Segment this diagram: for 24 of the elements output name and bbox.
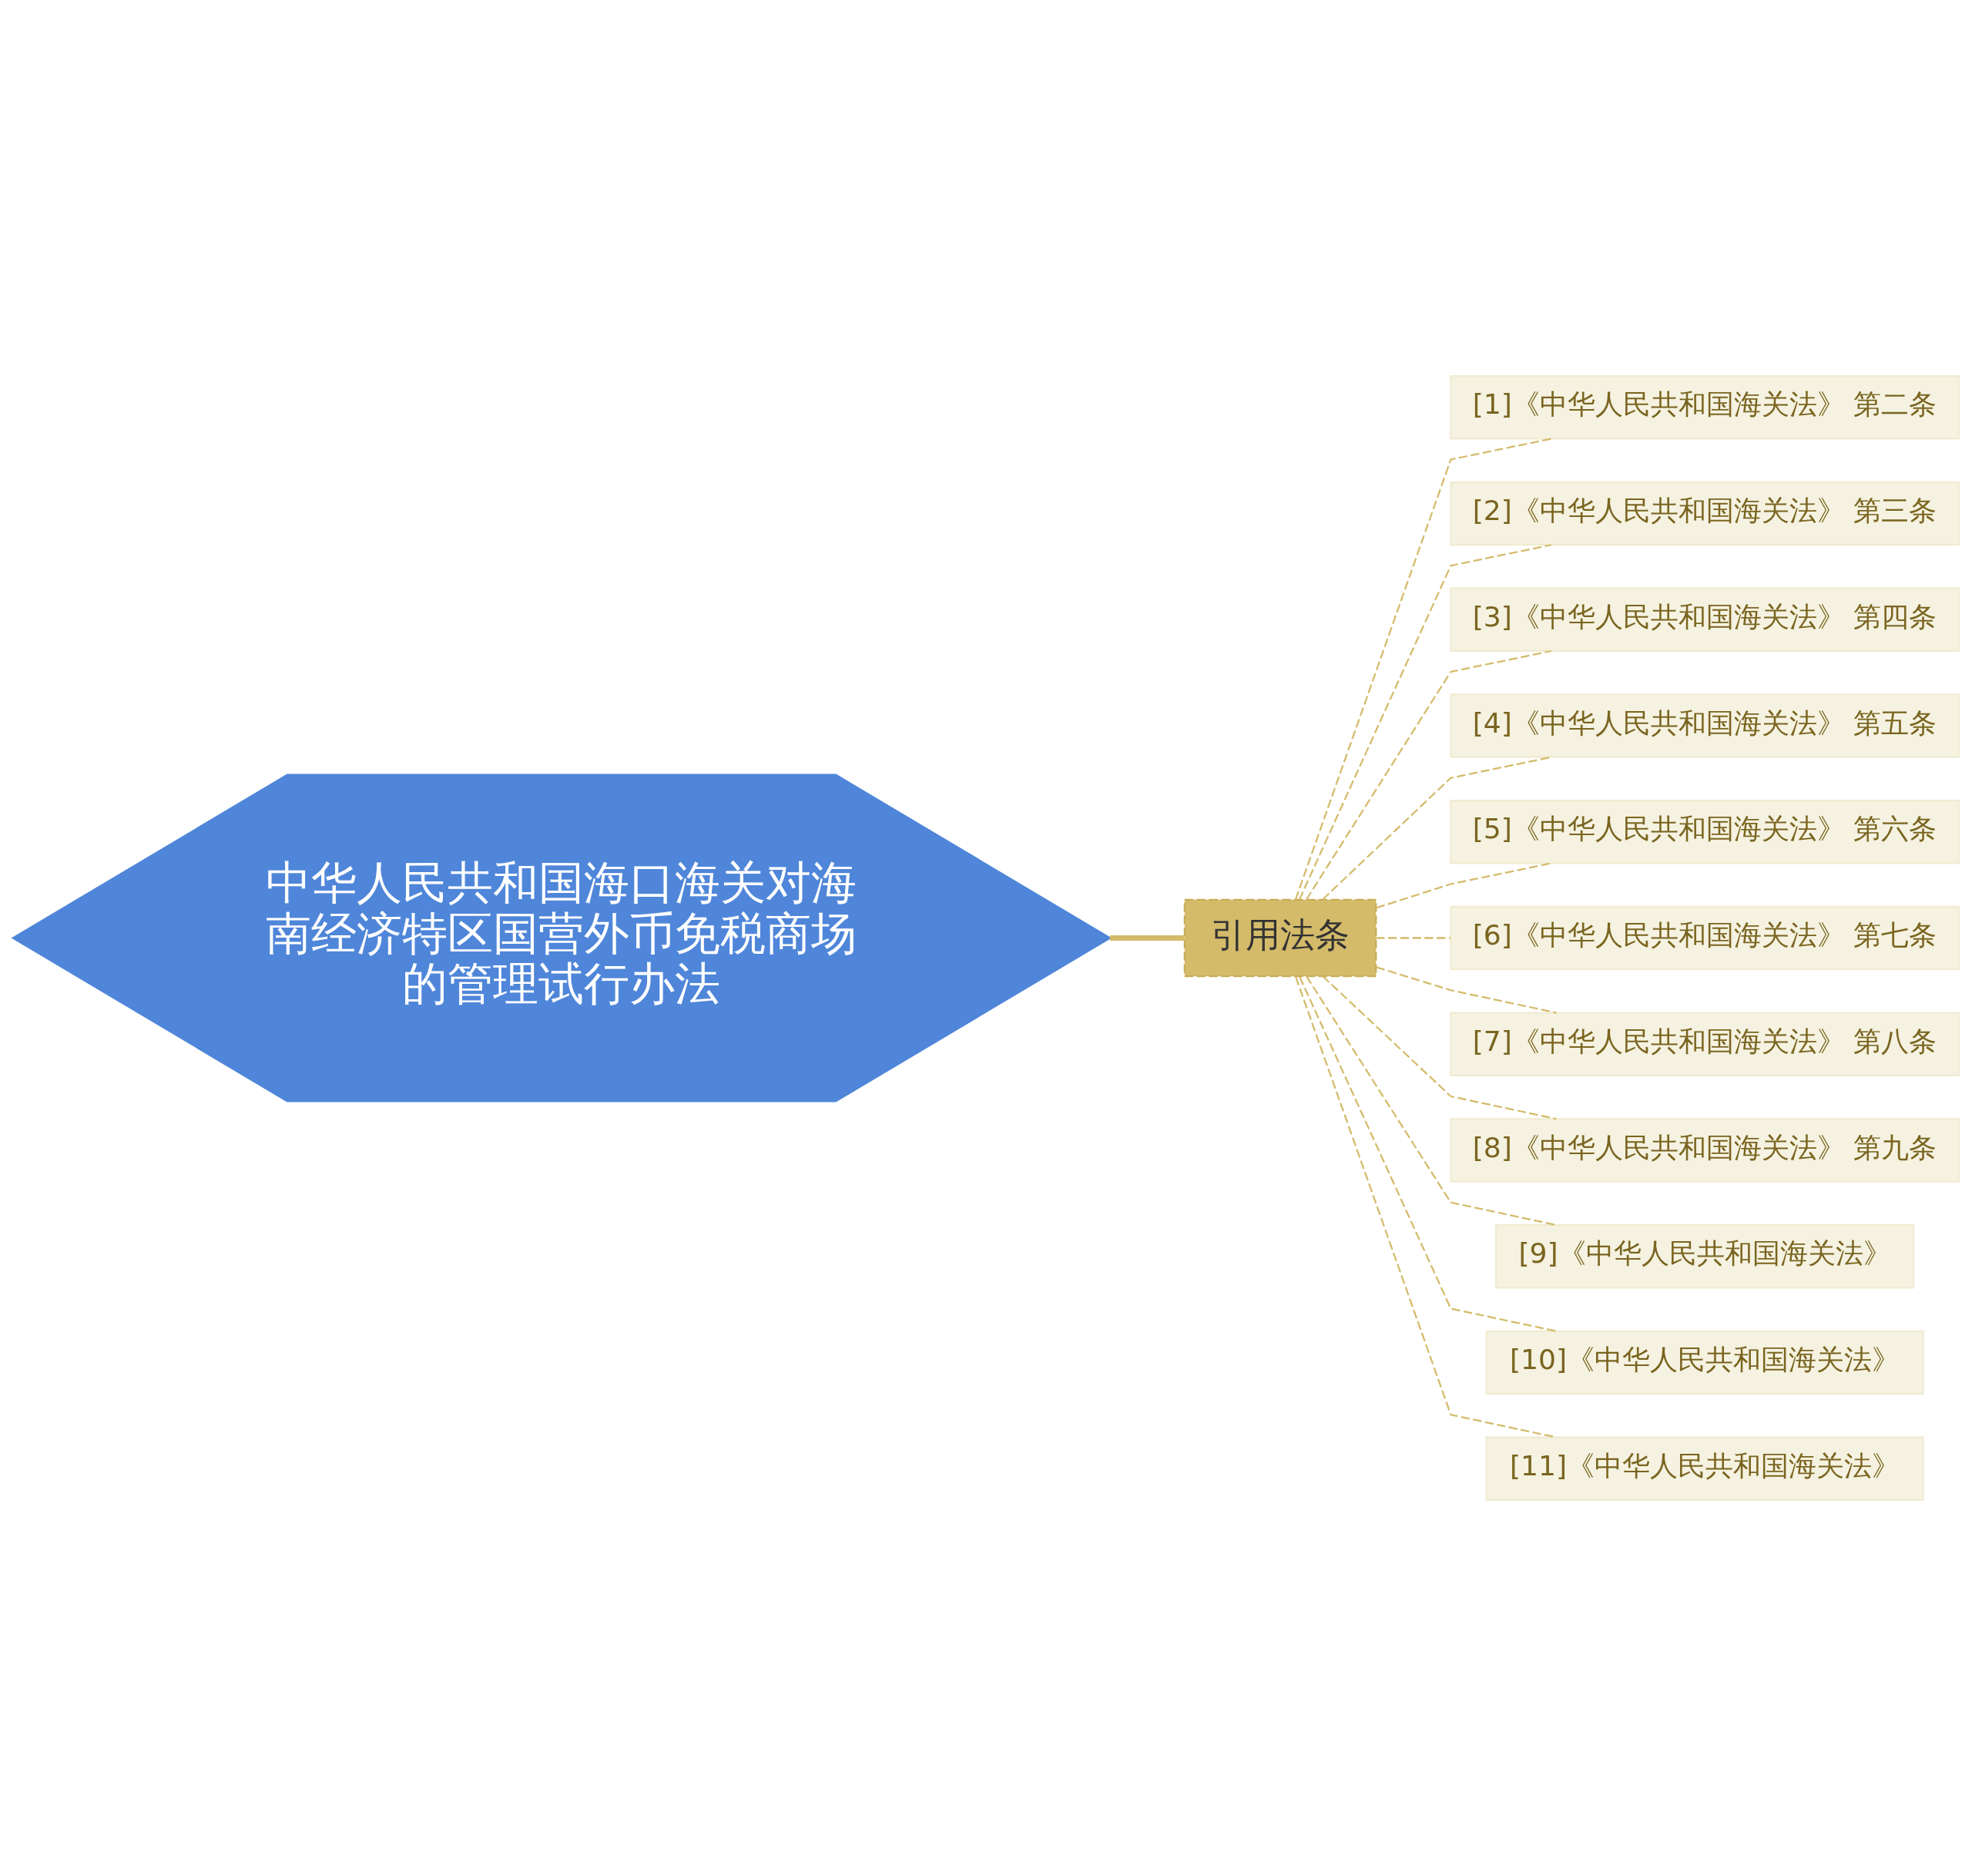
node-box: [9]《中华人民共和国海关法》 <box>1494 1224 1915 1289</box>
connector <box>1376 862 1551 909</box>
connector <box>1306 649 1551 900</box>
connector <box>1294 438 1551 901</box>
connector <box>1376 937 1451 939</box>
node-box: [2]《中华人民共和国海关法》 第三条 <box>1450 481 1960 546</box>
connector <box>1306 975 1557 1227</box>
node-box: [8]《中华人民共和国海关法》 第九条 <box>1450 1118 1960 1183</box>
node-box: [11]《中华人民共和国海关法》 <box>1485 1436 1924 1502</box>
connector <box>1322 975 1557 1120</box>
node-box: [3]《中华人民共和国海关法》 第四条 <box>1450 587 1960 652</box>
connector <box>1376 966 1557 1014</box>
connector <box>1109 935 1185 941</box>
node-box: [7]《中华人民共和国海关法》 第八条 <box>1450 1012 1960 1077</box>
node-box: [10]《中华人民共和国海关法》 <box>1485 1330 1924 1395</box>
connector <box>1322 756 1551 901</box>
connector <box>1299 976 1557 1332</box>
node-box: [5]《中华人民共和国海关法》 第六条 <box>1450 799 1960 864</box>
node-box: [4]《中华人民共和国海关法》 第五条 <box>1450 693 1960 758</box>
connector <box>1295 976 1557 1438</box>
connector <box>1298 544 1551 901</box>
node-box: [1]《中华人民共和国海关法》 第二条 <box>1450 374 1960 440</box>
node-box: [6]《中华人民共和国海关法》 第七条 <box>1450 905 1960 971</box>
node-box: 引用法条 <box>1183 898 1377 978</box>
